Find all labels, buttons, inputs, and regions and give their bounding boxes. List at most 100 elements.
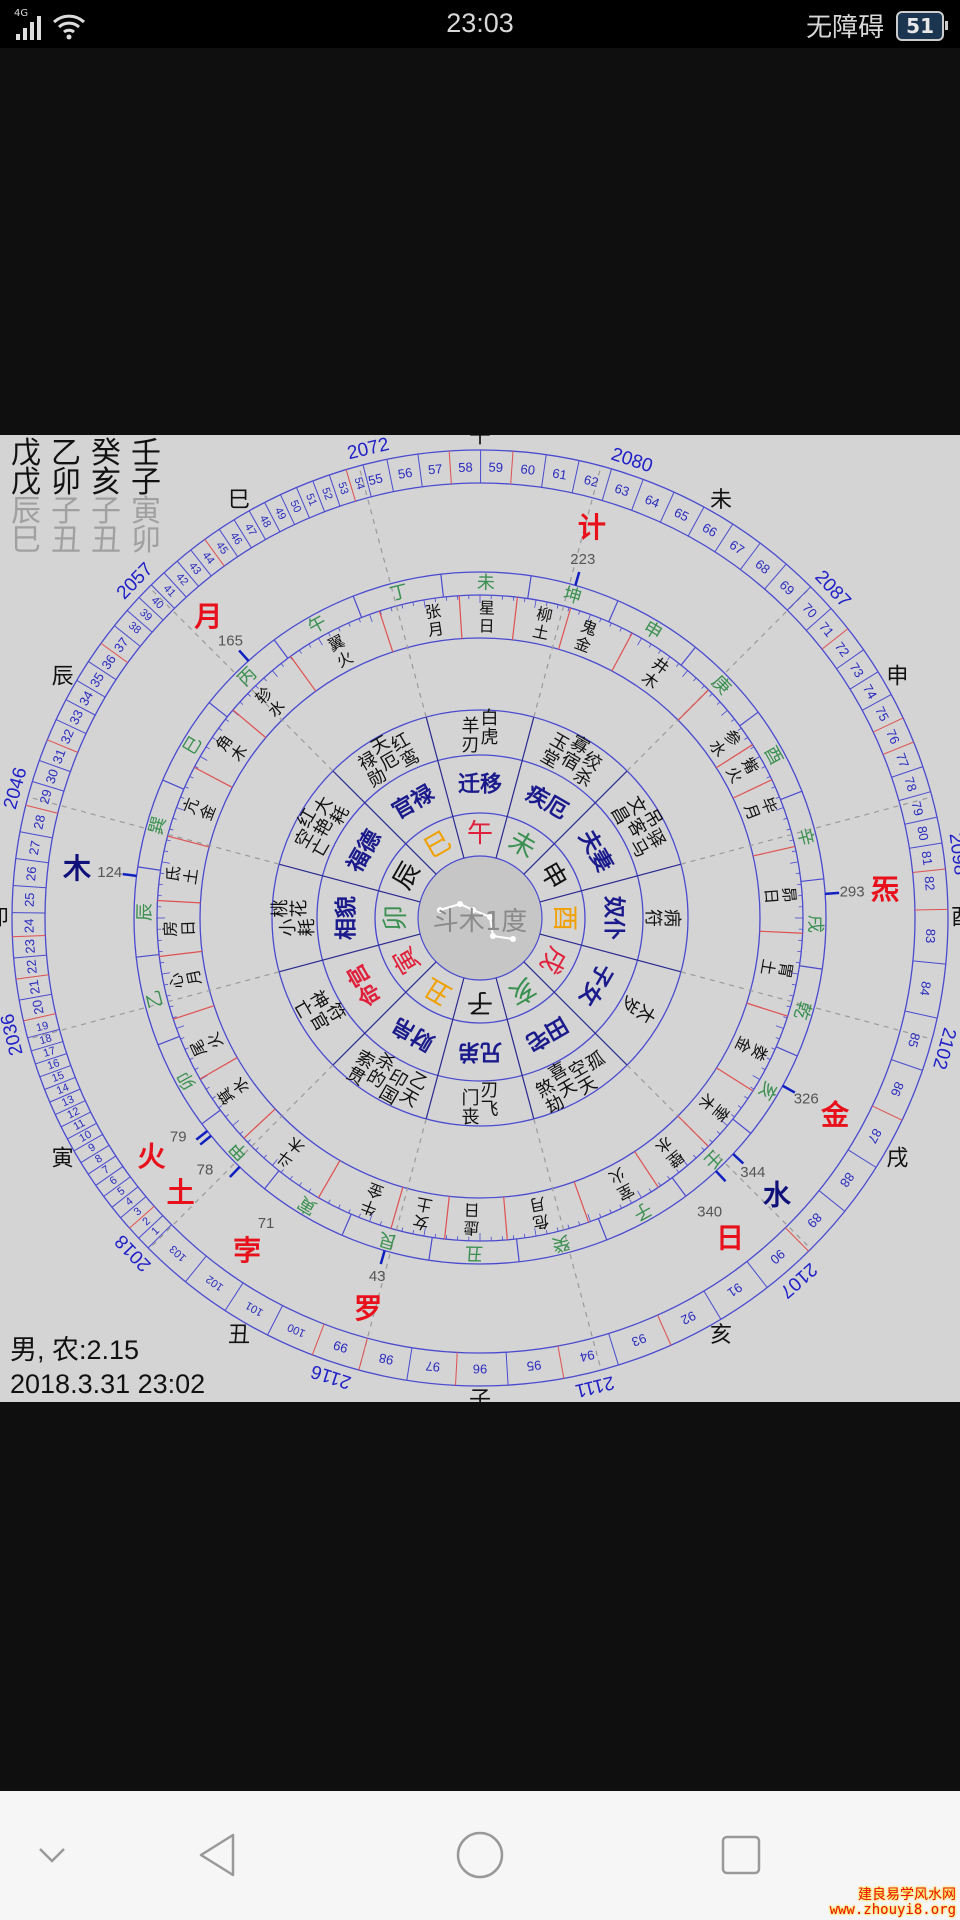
pillar-char: 巳 [11,523,41,558]
ring-circle [133,571,827,1265]
star-name: 门丧 [462,1088,480,1128]
age-number: 49 [272,506,288,522]
degree-tick [716,701,721,705]
age-number: 28 [30,813,48,830]
back-button[interactable] [192,1829,244,1881]
degree-tick [752,1075,760,1080]
mansion-label: 翼火 [325,631,356,671]
age-cell-divider [19,993,52,1001]
age-cell-divider [35,1053,67,1065]
year-label: 2087 [810,567,854,612]
accessibility-label: 无障碍 [806,13,885,43]
mansion-boundary [194,766,233,788]
mansion-boundary [243,1108,276,1139]
collapse-button[interactable] [26,1829,78,1881]
mansion-label: 心月 [166,967,205,990]
battery-level: 51 [906,13,934,38]
mansion-char: 月 [740,801,764,823]
age-cell-divider [703,1290,722,1320]
degree-tick [194,766,199,769]
age-number: 96 [473,1362,487,1377]
age-number: 17 [42,1045,57,1060]
mansion-boundary [759,930,803,934]
age-number: 102 [204,1273,226,1293]
degree-tick [161,861,170,864]
mansion-boundary [752,845,796,857]
status-right: 无障碍 51 [806,7,948,44]
age-cell-divider [120,1196,147,1219]
age-cell-divider [138,1215,164,1239]
age-cell-divider [100,642,129,664]
mansion-label: 虚日 [463,1200,480,1237]
mansion-char: 火 [203,1029,227,1052]
age-cell-divider [248,510,266,540]
degree-tick [289,1175,293,1180]
degree-tick [709,693,713,697]
mountain-label: 辛 [793,826,818,849]
birth-info: 男, 农:2.15 2018.3.31 23:02 [10,1333,205,1401]
palace-label: 疾厄 [521,780,572,825]
age-number: 75 [872,704,892,724]
age-cell-divider [218,529,239,558]
mansion-char: 金 [364,1179,386,1202]
degree-tick [578,610,581,615]
mansion-char: 日 [761,887,781,904]
mountain-divider [527,575,532,599]
age-cell-divider [47,739,78,753]
mansion-char: 火 [333,647,356,671]
mountain-divider [352,595,363,618]
age-number: 27 [26,839,43,856]
palace-divider [495,716,535,859]
planet-glyph: 罗 [354,1292,382,1325]
home-button[interactable] [454,1829,506,1881]
dashed-spoke [626,1064,812,1250]
star-group: 太岁 [616,991,660,1027]
mansion-label: 觜火 [722,754,762,786]
mansion-char: 鬼 [578,616,600,639]
pillar-char: 卯 [51,465,81,500]
planet-glyph: 计 [578,511,606,544]
degree-tick [272,1159,278,1166]
mansion-char: 金 [731,1033,755,1056]
mansion-char: 月 [528,1193,547,1215]
pillar-char: 癸 [91,436,121,471]
age-cell-divider [150,584,175,609]
degree-tick [272,670,278,677]
age-cell-divider [904,1010,938,1019]
pillar-row: 辰子子寅 [6,497,166,527]
planet-degree: 71 [258,1215,275,1232]
dashed-spoke [680,796,933,865]
age-cell-divider [818,1190,846,1212]
degree-tick [184,786,189,789]
age-cell-divider [39,760,71,773]
recents-button[interactable] [715,1829,767,1881]
age-cell-divider [764,563,787,590]
age-number: 71 [816,619,837,640]
mansion-label: 亢金 [179,795,219,823]
star-name: 桃花 [270,900,310,918]
age-number: 31 [49,747,68,766]
age-cell-divider [891,1059,923,1071]
planet-glyph: 日 [716,1221,744,1254]
degree-tick [163,850,169,853]
degree-tick [318,638,323,646]
age-number: 88 [837,1170,858,1190]
mountain-divider [732,1118,752,1134]
age-cell-divider [448,450,452,484]
age-number: 7 [100,1164,112,1177]
degree-tick [795,962,800,964]
degree-tick [693,1154,697,1159]
outer-branch-label: 亥 [710,1323,732,1348]
age-number: 45 [213,540,230,557]
degree-tick [348,1209,351,1214]
mountain-label: 癸 [550,1231,573,1256]
age-number: 66 [700,520,720,540]
planet-tick [229,1166,241,1178]
age-number: 32 [57,727,77,746]
mansion-label: 柳土 [531,604,554,644]
degree-tick [609,622,612,627]
age-cell-divider [873,717,904,733]
star-char: 花 [289,900,310,918]
age-cell-divider [912,960,946,965]
